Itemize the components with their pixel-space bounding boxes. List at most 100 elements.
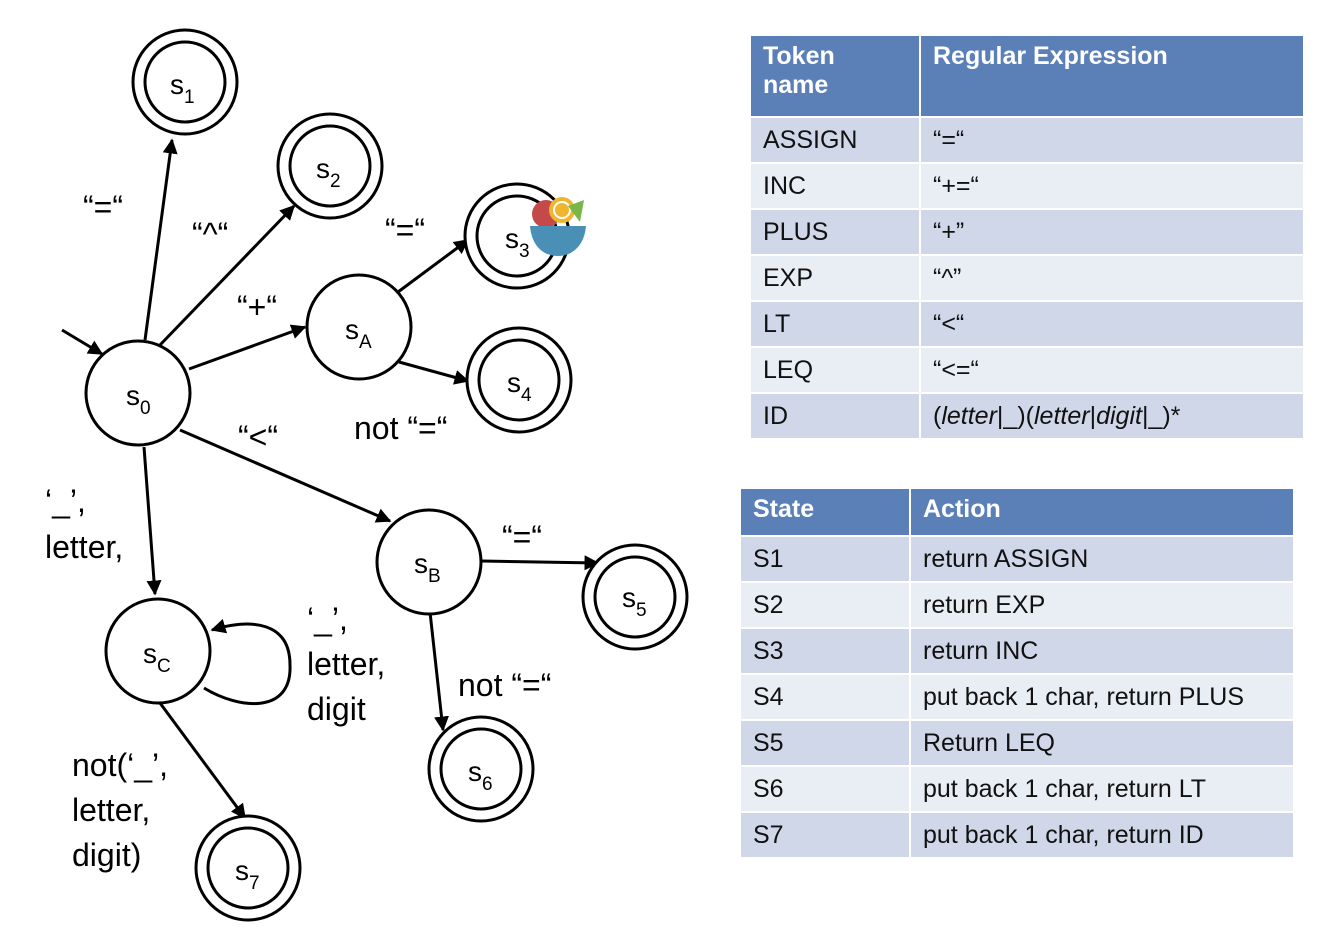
table-row: S7 put back 1 char, return ID xyxy=(739,811,1295,859)
token-cell: EXP xyxy=(749,254,921,302)
label-sB-s6: not “=“ xyxy=(458,667,551,703)
edge-s0-s1 xyxy=(143,138,178,341)
svg-text:sA: sA xyxy=(345,314,372,353)
state-sB: sB xyxy=(375,508,483,616)
token-table-header: Token name Regular Expression xyxy=(749,34,1305,118)
action-cell: return EXP xyxy=(909,581,1295,629)
svg-text:sC: sC xyxy=(143,638,171,677)
label-s0-sA: “+“ xyxy=(237,289,277,325)
state-label-s4: s xyxy=(507,367,521,398)
label-sA-s4: not “=“ xyxy=(354,410,447,446)
action-cell: return INC xyxy=(909,627,1295,675)
action-cell: Return LEQ xyxy=(909,719,1295,767)
action-cell: put back 1 char, return PLUS xyxy=(909,673,1295,721)
edge-sC-s7 xyxy=(158,702,247,820)
state-s2: s2 xyxy=(276,112,384,220)
table-row: LEQ “<=“ xyxy=(749,346,1305,394)
edge-sC-loop xyxy=(203,618,292,706)
svg-text:s1: s1 xyxy=(170,69,195,108)
table-row: INC “+=“ xyxy=(749,162,1305,210)
table-row: S2 return EXP xyxy=(739,581,1295,629)
state-label-sC: s xyxy=(143,638,157,669)
edge-s0-s2 xyxy=(158,204,296,347)
label-sA-s3: “=“ xyxy=(385,212,425,248)
action-header: Action xyxy=(909,487,1295,537)
regex-cell: “^” xyxy=(919,254,1305,302)
token-cell: INC xyxy=(749,162,921,210)
action-table: State Action S1 return ASSIGN S2 return … xyxy=(739,487,1295,859)
state-s0: s0 xyxy=(84,339,192,447)
edges xyxy=(61,138,600,820)
state-diagram: s0 s1 s2 s3 s4 s5 s6 s7 xyxy=(45,28,689,922)
table-row: EXP “^” xyxy=(749,254,1305,302)
label-s0-sB: “<“ xyxy=(238,419,278,455)
start-arrow xyxy=(61,328,104,356)
action-cell: put back 1 char, return LT xyxy=(909,765,1295,813)
label-sC-loop: ‘_’, letter, digit xyxy=(307,601,394,727)
regex-cell: “+” xyxy=(919,208,1305,256)
token-cell: PLUS xyxy=(749,208,921,256)
regex-cell: “+=“ xyxy=(919,162,1305,210)
token-table: Token name Regular Expression ASSIGN “=“… xyxy=(749,34,1305,440)
state-label-s6: s xyxy=(468,756,482,787)
regex-cell: “<=“ xyxy=(919,346,1305,394)
edge-sA-s3 xyxy=(397,238,470,294)
svg-text:sB: sB xyxy=(414,548,441,587)
svg-text:s3: s3 xyxy=(505,223,530,262)
table-row: S1 return ASSIGN xyxy=(739,535,1295,583)
table-row: ASSIGN “=“ xyxy=(749,116,1305,164)
state-cell: S4 xyxy=(739,673,911,721)
edge-labels: “=“ “^“ “+“ “=“ not “=“ “<“ “=“ not “=“ … xyxy=(45,189,551,873)
state-label-s7: s xyxy=(235,855,249,886)
state-s4: s4 xyxy=(465,326,573,434)
state-sC: sC xyxy=(104,597,212,705)
table-row: S3 return INC xyxy=(739,627,1295,675)
edge-s0-sB xyxy=(179,428,392,523)
token-cell: ASSIGN xyxy=(749,116,921,164)
token-cell: LEQ xyxy=(749,346,921,394)
state-label-s3: s xyxy=(505,223,519,254)
state-label-s2: s xyxy=(316,153,330,184)
label-s0-sC: ‘_’, letter, xyxy=(45,483,123,565)
state-label-sB: s xyxy=(414,548,428,579)
state-s7: s7 xyxy=(194,814,302,922)
table-row: S6 put back 1 char, return LT xyxy=(739,765,1295,813)
action-cell: return ASSIGN xyxy=(909,535,1295,583)
table-row: ID (letter|_)(letter|digit|_)* xyxy=(749,392,1305,440)
state-label-sA: s xyxy=(345,314,359,345)
svg-text:s6: s6 xyxy=(468,756,493,795)
svg-text:s2: s2 xyxy=(316,153,341,192)
token-cell: LT xyxy=(749,300,921,348)
edge-s0-sA xyxy=(188,324,307,371)
state-label-s1: s xyxy=(170,69,184,100)
state-cell: S7 xyxy=(739,811,911,859)
edge-sB-s5 xyxy=(481,555,600,571)
state-s5: s5 xyxy=(581,543,689,651)
state-cell: S5 xyxy=(739,719,911,767)
label-s0-s2: “^“ xyxy=(192,216,228,252)
state-s1: s1 xyxy=(131,28,239,136)
state-label-s5: s xyxy=(622,582,636,613)
token-name-header: Token name xyxy=(749,34,921,118)
table-row: S4 put back 1 char, return PLUS xyxy=(739,673,1295,721)
regex-cell: “=“ xyxy=(919,116,1305,164)
svg-text:s5: s5 xyxy=(622,582,647,621)
state-sA: sA xyxy=(305,273,413,381)
action-table-header: State Action xyxy=(739,487,1295,537)
state-cell: S1 xyxy=(739,535,911,583)
regex-cell: “<“ xyxy=(919,300,1305,348)
table-row: LT “<“ xyxy=(749,300,1305,348)
salad-bowl-icon xyxy=(530,197,586,256)
svg-text:s7: s7 xyxy=(235,855,260,894)
label-s0-s1: “=“ xyxy=(83,189,123,225)
table-row: PLUS “+” xyxy=(749,208,1305,256)
state-s6: s6 xyxy=(427,715,535,823)
label-sB-s5: “=“ xyxy=(502,519,542,555)
token-cell: ID xyxy=(749,392,921,440)
svg-text:s4: s4 xyxy=(507,367,532,406)
state-label-s0: s xyxy=(126,380,140,411)
edge-sB-s6 xyxy=(428,611,449,732)
state-header: State xyxy=(739,487,911,537)
regex-cell: (letter|_)(letter|digit|_)* xyxy=(919,392,1305,440)
edge-s0-sC xyxy=(142,446,162,596)
